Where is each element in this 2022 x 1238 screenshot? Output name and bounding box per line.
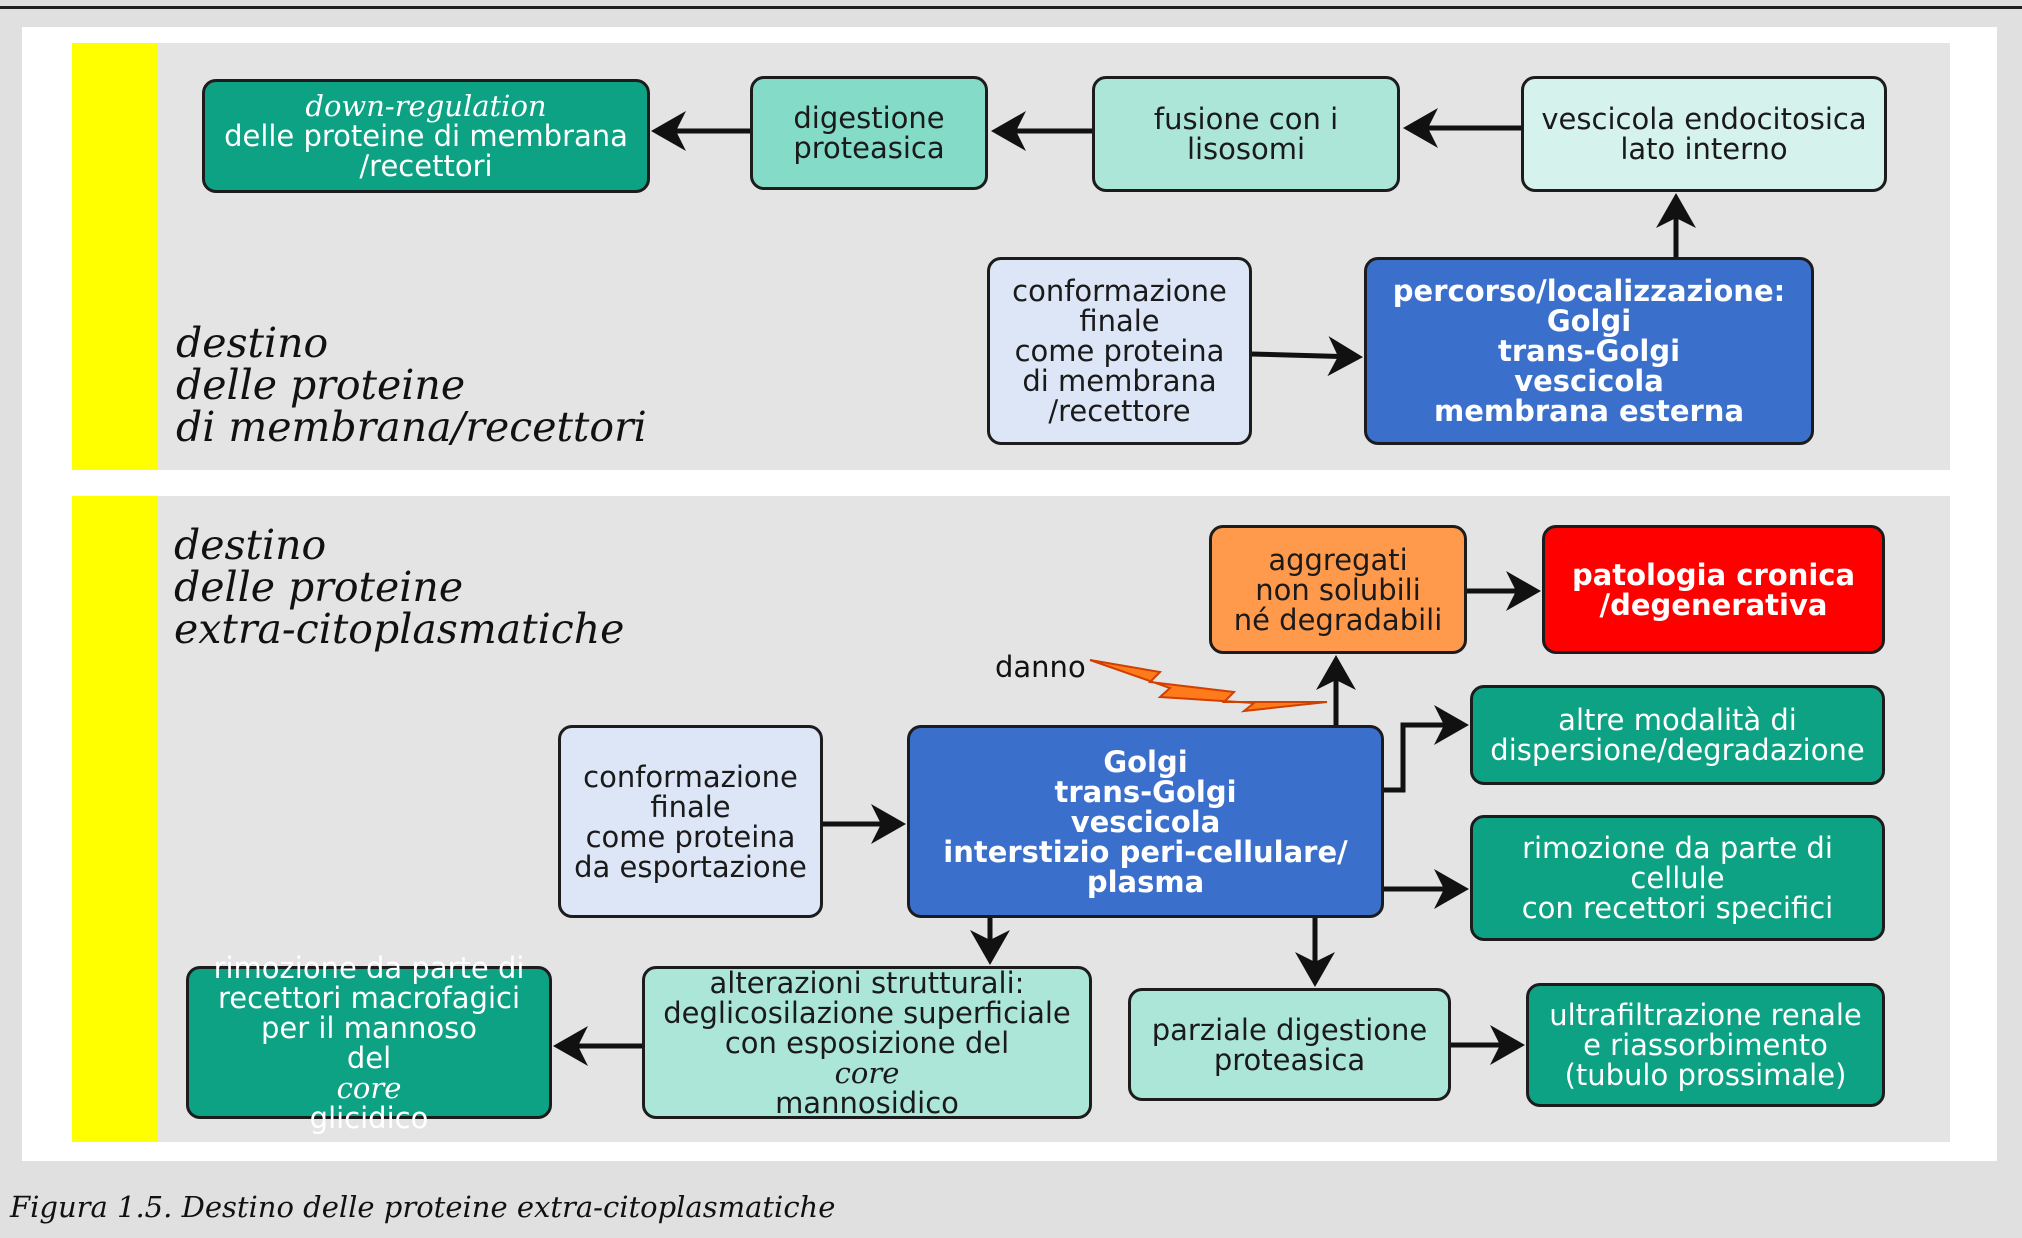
box-patologia-cronica: patologia cronica/degenerativa <box>1542 525 1885 654</box>
box-alterazioni-strutturali: alterazioni strutturali:deglicosilazione… <box>642 966 1092 1119</box>
lightning-bolt-icon <box>1089 659 1328 713</box>
panel-title-membrane: destino delle proteine di membrana/recet… <box>176 319 647 451</box>
danno-label: danno <box>995 650 1086 684</box>
top-rule <box>0 6 2022 9</box>
panel-stripe-bottom <box>72 496 158 1142</box>
arrow-golgi-to-altre <box>1384 705 1469 793</box>
arrow-conformazione-to-percorso <box>1251 336 1363 377</box>
panel-stripe-top <box>72 43 158 470</box>
panel-title-extra-cytoplasmic: destino delle proteine extra-citoplasmat… <box>174 521 625 653</box>
figure-caption: Figura 1.5. Destino delle proteine extra… <box>10 1190 836 1224</box>
